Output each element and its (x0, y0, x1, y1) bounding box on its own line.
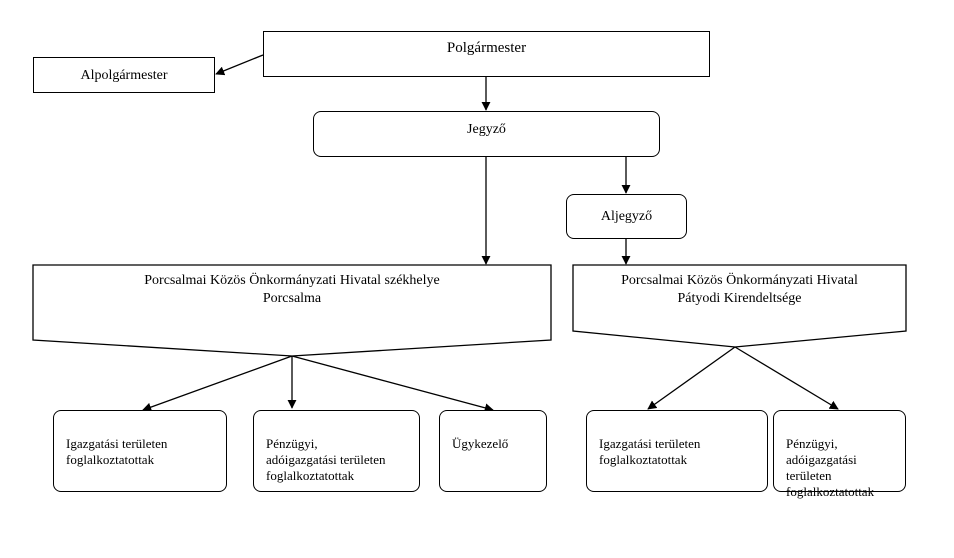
notary-box: Jegyző (313, 111, 660, 157)
notary-label: Jegyző (467, 122, 506, 137)
seat-finance-label: Pénzügyi, adóigazgatási területen foglal… (266, 436, 386, 483)
seat-office-label: Porcsalmai Közös Önkormányzati Hivatal s… (144, 273, 440, 306)
arrow-seat-to-clerk (291, 355, 494, 413)
seat-clerk-box: Ügykezelő (439, 410, 547, 492)
branch-finance-label: Pénzügyi, adóigazgatási területen foglal… (786, 436, 875, 499)
branch-admin-box: Igazgatási területen foglalkoztatottak (586, 410, 768, 492)
deputy-notary-label: Aljegyző (600, 209, 653, 224)
arrow-branch-to-admin (647, 346, 736, 410)
arrow-seat-to-admin (142, 355, 293, 412)
seat-clerk-label: Ügykezelő (452, 436, 509, 451)
seat-admin-label: Igazgatási területen foglalkoztatottak (66, 436, 168, 467)
seat-finance-box: Pénzügyi, adóigazgatási területen foglal… (253, 410, 420, 492)
arrow-branch-to-finance (734, 346, 839, 410)
branch-finance-box: Pénzügyi, adóigazgatási területen foglal… (773, 410, 906, 499)
branch-office-shape (572, 264, 907, 348)
branch-admin-label: Igazgatási területen foglalkoztatottak (599, 436, 701, 467)
deputy-mayor-box: Alpolgármester (33, 57, 215, 93)
arrow-mayor-to-deputy-mayor (215, 54, 264, 76)
seat-office-shape (32, 264, 552, 357)
mayor-box: Polgármester (263, 31, 710, 77)
seat-admin-box: Igazgatási területen foglalkoztatottak (53, 410, 227, 492)
deputy-mayor-label: Alpolgármester (80, 67, 168, 83)
branch-office-label: Porcsalmai Közös Önkormányzati Hivatal P… (621, 273, 858, 306)
deputy-notary-box: Aljegyző (566, 194, 687, 239)
mayor-label: Polgármester (446, 40, 527, 56)
